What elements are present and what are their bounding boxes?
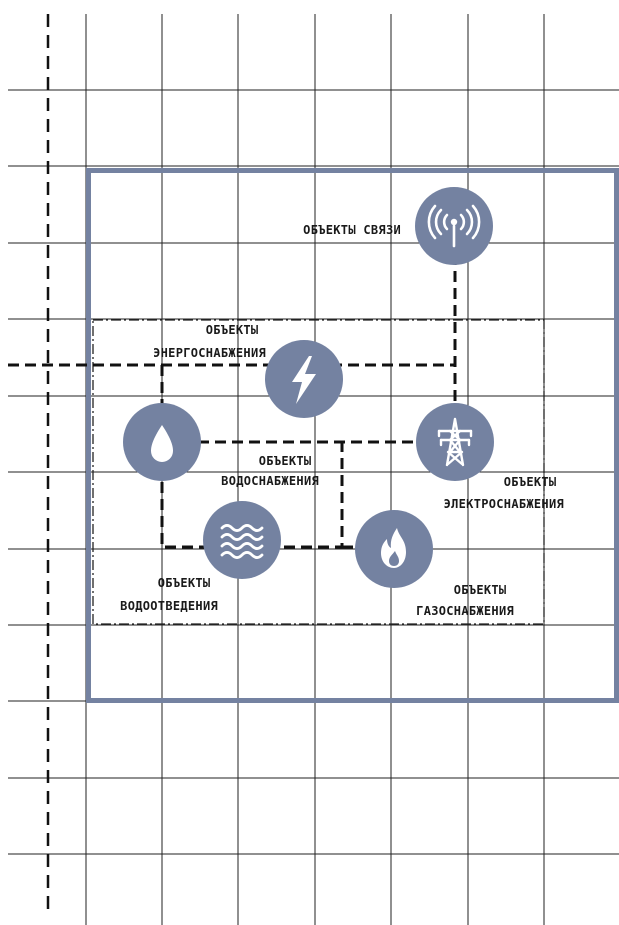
grid <box>8 14 619 925</box>
power-tower-icon <box>437 417 473 467</box>
label-line: ОБЪЕКТЫ <box>454 583 507 597</box>
labels: ОБЪЕКТЫ СВЯЗИ ОБЪЕКТЫ ЭНЕРГОСНАБЖЕНИЯ ОБ… <box>120 223 564 618</box>
label-line: ОБЪЕКТЫ <box>504 475 557 489</box>
node-energy <box>265 340 343 418</box>
label-line: ЭНЕРГОСНАБЖЕНИЯ <box>153 346 266 360</box>
label-line: ГАЗОСНАБЖЕНИЯ <box>416 604 514 618</box>
label-energy: ОБЪЕКТЫ ЭНЕРГОСНАБЖЕНИЯ <box>153 323 266 360</box>
label-drainage: ОБЪЕКТЫ ВОДООТВЕДЕНИЯ <box>120 576 218 613</box>
label-water-supply: ОБЪЕКТЫ ВОДОСНАБЖЕНИЯ <box>221 454 319 488</box>
label-gas: ОБЪЕКТЫ ГАЗОСНАБЖЕНИЯ <box>416 583 514 618</box>
node-drainage <box>203 501 281 579</box>
label-line: ОБЪЕКТЫ <box>158 576 211 590</box>
node-gas <box>355 510 433 588</box>
label-line: ОБЪЕКТЫ <box>206 323 259 337</box>
water-drop-icon <box>151 425 173 462</box>
lightning-icon <box>292 356 316 404</box>
node-communications <box>415 187 493 265</box>
label-communications: ОБЪЕКТЫ СВЯЗИ <box>303 223 401 237</box>
label-line: ОБЪЕКТЫ <box>259 454 312 468</box>
node-electricity <box>416 403 494 481</box>
utility-zone-boundary <box>92 319 545 625</box>
label-line: ВОДООТВЕДЕНИЯ <box>120 599 218 613</box>
antenna-icon <box>427 204 481 248</box>
flame-icon <box>381 528 406 568</box>
label-electricity: ОБЪЕКТЫ ЭЛЕКТРОСНАБЖЕНИЯ <box>444 475 564 511</box>
node-water-supply <box>123 403 201 481</box>
label-line: ВОДОСНАБЖЕНИЯ <box>221 474 319 488</box>
label-line: ЭЛЕКТРОСНАБЖЕНИЯ <box>444 497 564 511</box>
territory-frame <box>86 168 619 703</box>
label-line: ОБЪЕКТЫ СВЯЗИ <box>303 223 401 237</box>
waves-icon <box>220 524 264 559</box>
